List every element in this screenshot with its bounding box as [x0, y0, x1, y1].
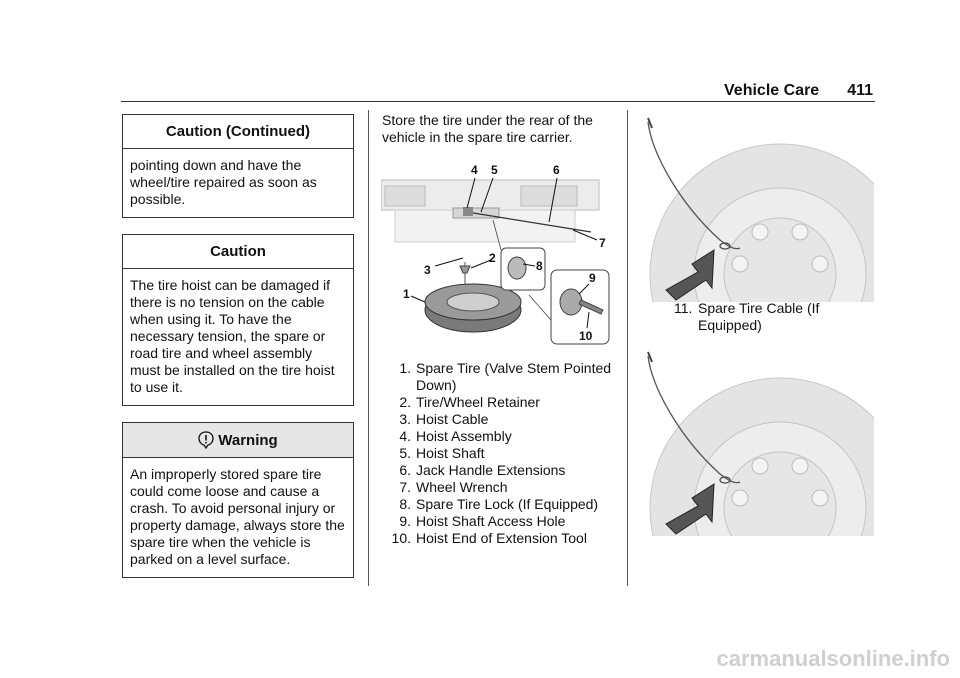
column-divider-right [627, 110, 628, 586]
callout-3: 3 [424, 263, 431, 277]
column-divider-left [368, 110, 369, 586]
callout-4: 4 [471, 163, 478, 177]
arrow-icon [665, 483, 715, 535]
callout-1: 1 [403, 287, 410, 301]
list-item: 3.Hoist Cable [399, 411, 489, 427]
spare-tire-cable-figure-2 [647, 351, 874, 536]
callout-2: 2 [489, 251, 496, 265]
list-item: 8.Spare Tire Lock (If Equipped) [399, 496, 599, 512]
watermark: carmanualsonline.info [716, 646, 951, 671]
warning-title: Warning [218, 431, 278, 449]
callout-5: 5 [491, 163, 498, 177]
section-title: Vehicle Care [724, 82, 820, 99]
page-header: Vehicle Care 411 [724, 82, 873, 100]
list-item: 1.Spare Tire (Valve Stem Pointed Down) [399, 360, 612, 393]
caution-box: Caution The tire hoist can be damaged if… [122, 234, 354, 406]
access-hole [559, 288, 583, 316]
warning-body: An improperly stored spare tire could co… [130, 466, 345, 567]
arrow-icon [665, 249, 715, 301]
warning-box: Warning An improperly stored spare tire … [122, 422, 354, 578]
hoist-shaft [466, 211, 592, 233]
list-item: 2.Tire/Wheel Retainer [399, 394, 540, 410]
callout-8: 8 [536, 259, 543, 273]
list-item: 9.Hoist Shaft Access Hole [399, 513, 566, 529]
tire-retainer [459, 265, 471, 274]
caution-title: Caution [123, 235, 353, 269]
page-number: 411 [847, 82, 873, 99]
spare-tire-cable [647, 355, 741, 484]
header-rule [121, 101, 875, 102]
extension-tool [578, 299, 604, 315]
bumper-step [520, 185, 578, 207]
spare-tire-cable [647, 121, 741, 250]
list-item: 5.Hoist Shaft [399, 445, 485, 461]
spare-tire-diagram: 1 2 3 4 5 6 7 8 9 10 [381, 163, 610, 345]
callout-9: 9 [589, 271, 596, 285]
spare-tire-cable-figure-1 [647, 117, 874, 302]
list-item: 6.Jack Handle Extensions [399, 462, 566, 478]
hoist-assembly [463, 207, 473, 216]
warning-header: Warning [123, 423, 353, 458]
callout-6: 6 [553, 163, 560, 177]
caution-continued-title: Caution (Continued) [123, 115, 353, 149]
caution-continued-body: pointing down and have the wheel/tire re… [130, 157, 317, 207]
parts-list: 1.Spare Tire (Valve Stem Pointed Down) 2… [391, 360, 621, 547]
list-item: 7.Wheel Wrench [399, 479, 508, 495]
warning-icon [198, 431, 214, 449]
caution-continued-box: Caution (Continued) pointing down and ha… [122, 114, 354, 218]
callout-10: 10 [579, 329, 593, 343]
figure-caption: 11. Spare Tire Cable (If Equipped) [674, 300, 820, 333]
bumper-step [384, 185, 426, 207]
callout-7: 7 [599, 236, 606, 250]
spare-tire-lock [507, 256, 527, 280]
intro-text: Store the tire under the rear of the veh… [382, 112, 593, 145]
caution-body: The tire hoist can be damaged if there i… [130, 277, 335, 395]
list-item: 10.Hoist End of Extension Tool [391, 530, 587, 546]
list-item: 4.Hoist Assembly [399, 428, 512, 444]
